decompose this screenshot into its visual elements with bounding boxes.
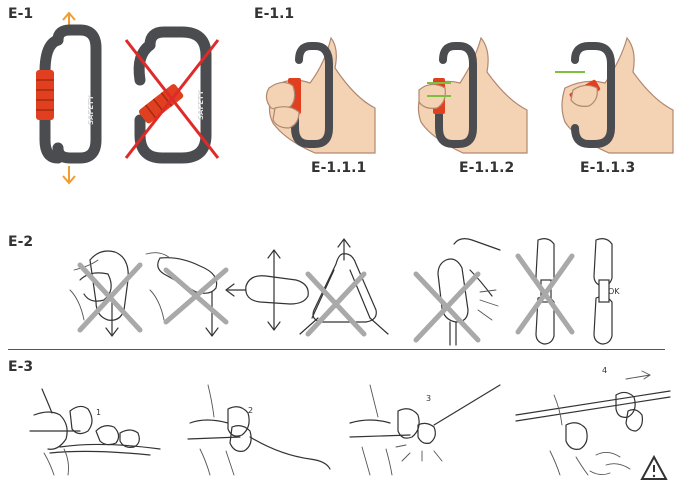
- carabiner-incorrect-icon: SAFETY: [138, 32, 206, 158]
- subfigure-label-e1-1-2: E-1.1.2: [459, 160, 514, 176]
- e1-figure: SAFETY SAFETY: [0, 0, 240, 200]
- carabiner-correct-icon: SAFETY: [36, 30, 96, 158]
- misuse-drawing-4: [300, 239, 388, 334]
- section-label-e1-1: E-1.1: [254, 6, 294, 22]
- clip-step-1: 1: [30, 389, 160, 475]
- hand-holding-carabiner-2: [418, 38, 527, 153]
- misuse-drawing-2: [146, 253, 226, 336]
- warning-icon: [642, 457, 666, 479]
- misuse-drawing-5: [416, 239, 500, 345]
- carabiner-brand-text-2: SAFETY: [197, 89, 205, 120]
- section-divider: [8, 349, 665, 350]
- e1-1-figure: [255, 28, 675, 158]
- hand-holding-carabiner-3: [555, 38, 673, 153]
- ok-label: OK: [608, 287, 620, 296]
- section-label-e2: E-2: [8, 234, 33, 250]
- subfigure-label-e1-1-1: E-1.1.1: [311, 160, 366, 176]
- misuse-drawing-6: OK: [518, 239, 620, 344]
- clip-step-2: 2: [188, 385, 330, 475]
- hand-holding-carabiner-1: [266, 38, 375, 153]
- misuse-drawing-3: [226, 250, 308, 330]
- clip-step-4: 4: [516, 366, 670, 479]
- subfigure-label-e1-1-3: E-1.1.3: [580, 160, 635, 176]
- step-number-3: 3: [426, 394, 431, 403]
- step-number-4: 4: [602, 366, 607, 375]
- e3-figure: 1 2 3 4: [30, 365, 670, 480]
- e2-figure: OK: [60, 230, 660, 345]
- clip-step-3: 3: [350, 385, 500, 475]
- step-number-1: 1: [96, 408, 101, 417]
- carabiner-brand-text: SAFETY: [87, 94, 95, 125]
- misuse-drawing-1: [70, 251, 140, 336]
- down-arrow-icon: [63, 166, 75, 183]
